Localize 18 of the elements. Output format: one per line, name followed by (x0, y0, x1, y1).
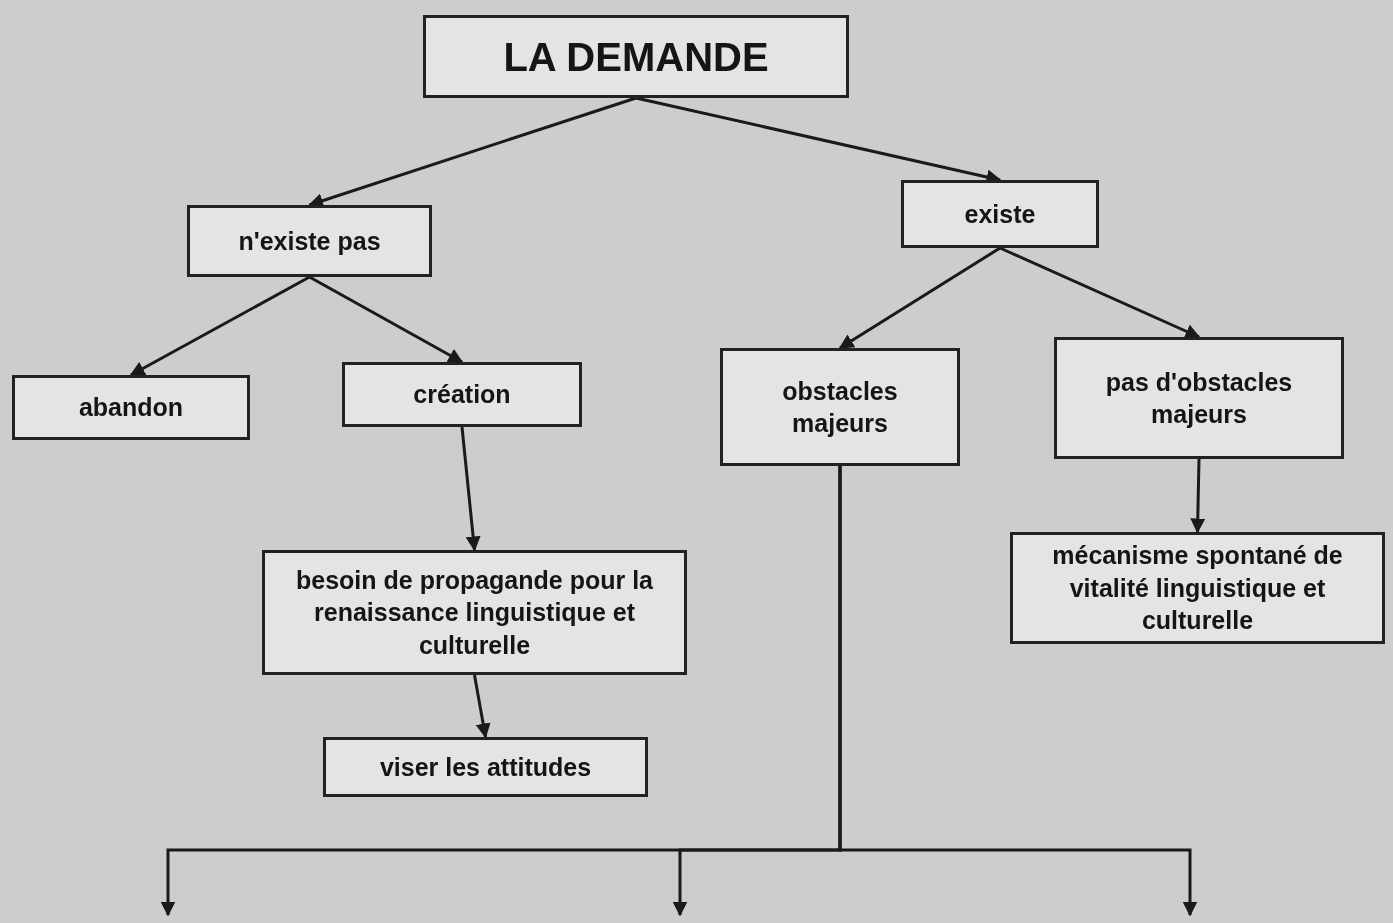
concept-box: création (342, 362, 582, 427)
concept-box: n'existe pas (187, 205, 432, 277)
title-box: LA DEMANDE (423, 15, 849, 98)
arrow (1190, 458, 1206, 534)
arrow (460, 426, 481, 552)
concept-box: mécanisme spontané de vitalité linguistique et culturelle (1010, 532, 1385, 644)
concept-box: pas d'obstacles majeurs (1054, 337, 1344, 459)
concept-box: besoin de propagande pour la renaissance linguistique et culturelle (262, 550, 687, 675)
arrow (473, 674, 491, 739)
concept-box: existe (901, 180, 1099, 248)
arrow (999, 246, 1201, 339)
arrow (308, 275, 464, 364)
arrow (129, 275, 311, 377)
concept-box: abandon (12, 375, 250, 440)
concept-box: obstacles majeurs (720, 348, 960, 466)
arrow (838, 466, 1198, 917)
arrow (838, 246, 1001, 350)
concept-box: viser les attitudes (323, 737, 648, 797)
